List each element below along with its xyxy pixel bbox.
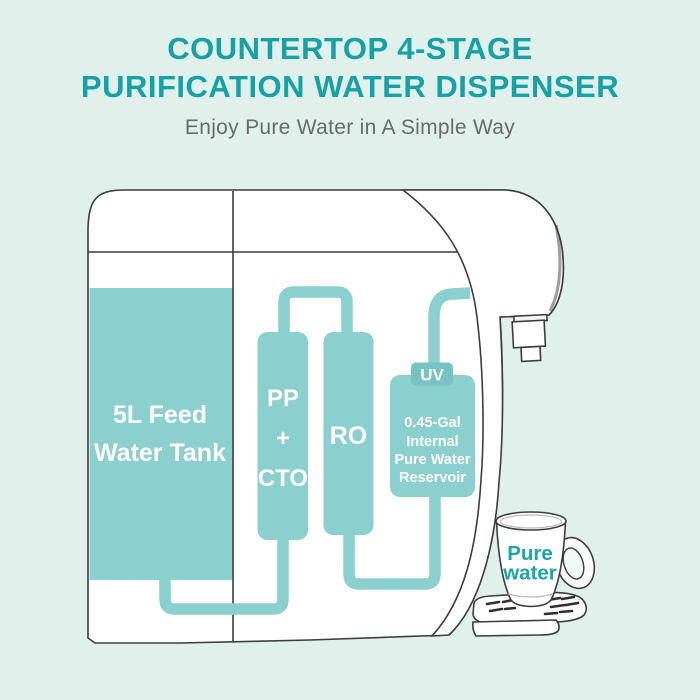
drip-tray-base bbox=[472, 619, 560, 637]
header: COUNTERTOP 4-STAGE PURIFICATION WATER DI… bbox=[0, 30, 700, 140]
feed-tank-label-line1: 5L Feed bbox=[113, 401, 207, 429]
reservoir-label-line1: 0.45-Gal bbox=[404, 415, 460, 431]
pure-water-reservoir bbox=[390, 375, 475, 497]
cup-body bbox=[495, 520, 567, 608]
pure-water-cup: Pure water bbox=[495, 511, 596, 608]
uv-badge bbox=[411, 362, 453, 386]
reservoir-label-line2: Internal bbox=[406, 434, 458, 450]
page-title-line2: PURIFICATION WATER DISPENSER bbox=[80, 69, 620, 104]
uv-label: UV bbox=[420, 366, 444, 385]
cup-foot-line bbox=[507, 593, 554, 598]
dispenser-spout bbox=[511, 313, 548, 363]
tube-tank-to-ppcto bbox=[159, 536, 289, 615]
ro-label: RO bbox=[330, 422, 368, 450]
head-edge-shading bbox=[548, 224, 562, 312]
feed-tank-label-line2: Water Tank bbox=[94, 439, 226, 467]
tube-reservoir-to-spout bbox=[428, 287, 471, 368]
spout-upper-block bbox=[511, 319, 547, 349]
page-subtitle: Enjoy Pure Water in A Simple Way bbox=[184, 116, 516, 139]
cup-label-line1: Pure bbox=[507, 542, 553, 565]
pp-cto-label-pp: PP bbox=[267, 385, 299, 412]
reservoir-label-line3: Pure Water bbox=[394, 452, 470, 468]
feed-tank bbox=[89, 288, 233, 580]
pp-cto-label-cto: CTO bbox=[258, 465, 308, 492]
cup-handle-hole bbox=[562, 547, 585, 580]
pp-cto-filter bbox=[257, 332, 308, 540]
cup-rim-inner bbox=[499, 514, 563, 529]
cup-label-line2: water bbox=[502, 562, 557, 585]
page-title-line1: COUNTERTOP 4-STAGE bbox=[167, 31, 533, 66]
spout-nozzle bbox=[520, 345, 542, 363]
reservoir-label-line4: Reservoir bbox=[399, 470, 466, 486]
pp-cto-label-plus: + bbox=[276, 425, 290, 452]
machine-front-panel bbox=[400, 189, 565, 637]
drip-tray-slots bbox=[485, 595, 580, 616]
ro-filter bbox=[323, 332, 374, 535]
tube-ppcto-to-ro bbox=[278, 286, 353, 335]
tube-ro-to-reservoir bbox=[343, 494, 441, 590]
